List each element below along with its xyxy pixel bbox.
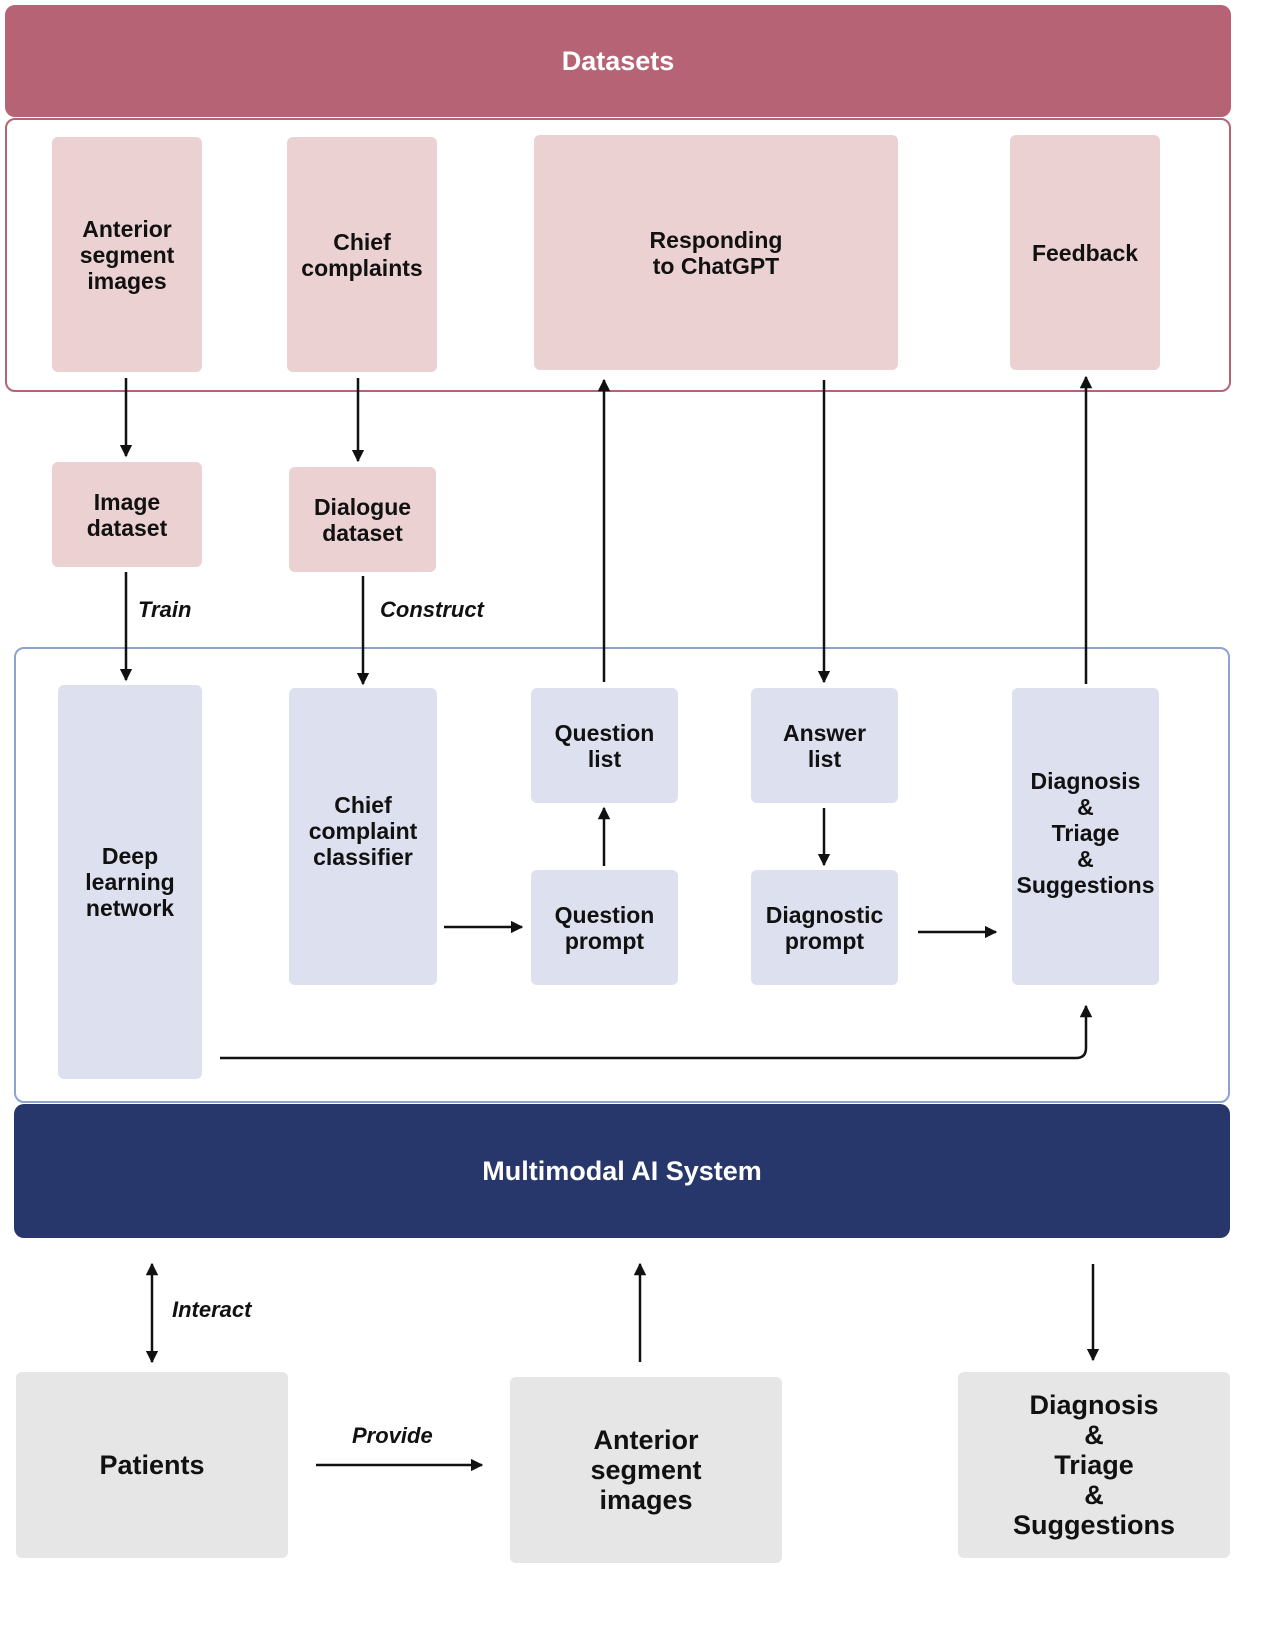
provide-label: Provide (352, 1423, 433, 1448)
interact-label: Interact (172, 1297, 252, 1322)
image-dataset-box: Image dataset (52, 462, 202, 567)
system-title: Multimodal AI System (482, 1155, 762, 1186)
datasets-title: Datasets (561, 45, 675, 76)
system-frame (14, 647, 1230, 1103)
arrow-deep-learning-to-diagnosis (220, 1004, 1093, 1060)
deep-learning-network-box: Deep learning network (58, 685, 202, 1079)
answer-list-box: Answer list (751, 688, 898, 803)
datasets-frame (5, 118, 1231, 392)
train-label: Train (138, 597, 192, 622)
chief-complaint-classifier-box: Chief complaint classifier (289, 688, 437, 985)
patients-box: Patients (16, 1372, 288, 1558)
system-banner: Multimodal AI System (14, 1104, 1230, 1238)
construct-label: Construct (380, 597, 484, 622)
dataset-chief-complaints: Chief complaints (287, 137, 437, 372)
dataset-responding-to-chatgpt: Responding to ChatGPT (534, 135, 898, 370)
question-prompt-box: Question prompt (531, 870, 678, 985)
dataset-anterior-segment-images: Anterior segment images (52, 137, 202, 372)
question-list-box: Question list (531, 688, 678, 803)
dialogue-dataset-box: Dialogue dataset (289, 467, 436, 572)
bottom-diagnosis-triage-suggestions-box: Diagnosis & Triage & Suggestions (958, 1372, 1230, 1558)
dataset-feedback: Feedback (1010, 135, 1160, 370)
diagnosis-triage-suggestions-box: Diagnosis & Triage & Suggestions (1012, 688, 1159, 985)
diagnostic-prompt-box: Diagnostic prompt (751, 870, 898, 985)
datasets-banner: Datasets (5, 5, 1231, 117)
bottom-anterior-segment-images-box: Anterior segment images (510, 1377, 782, 1563)
